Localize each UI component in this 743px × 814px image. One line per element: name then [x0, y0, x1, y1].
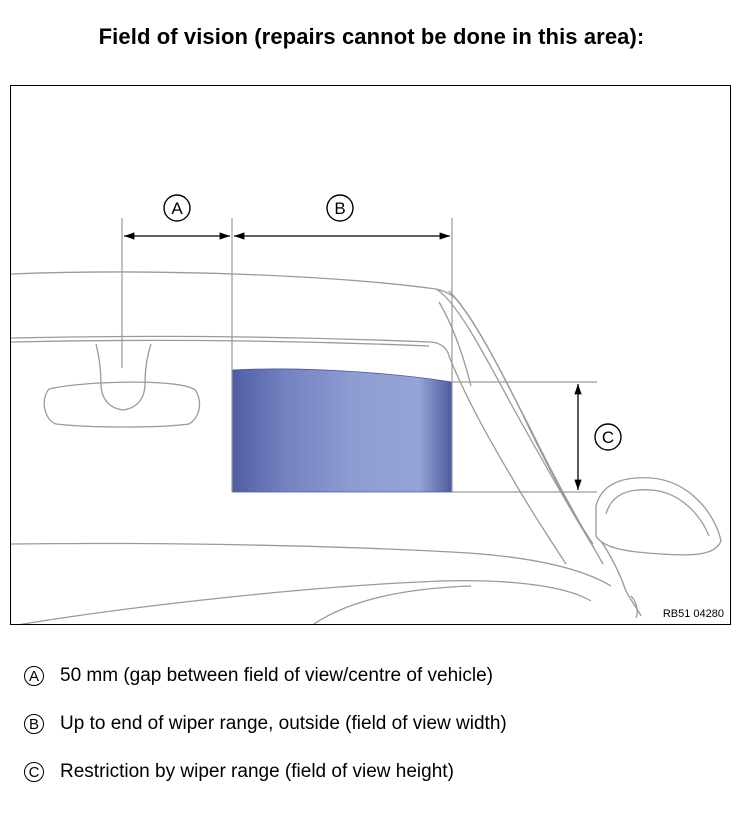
windscreen-diagram: A B C RB51 04280	[10, 85, 731, 625]
field-of-vision-area	[231, 368, 453, 493]
legend-item-c: C Restriction by wiper range (field of v…	[24, 760, 724, 784]
marker-c-label: C	[602, 428, 614, 447]
diagram-canvas: A B C	[11, 194, 722, 624]
legend-text-a: 50 mm (gap between field of view/centre …	[60, 665, 493, 686]
marker-c: C	[594, 423, 622, 451]
marker-a: A	[163, 194, 191, 222]
legend-text-c: Restriction by wiper range (field of vie…	[60, 761, 454, 782]
car-outline	[11, 271, 722, 624]
legend-badge-c: C	[24, 762, 44, 782]
legend-item-b: B Up to end of wiper range, outside (fie…	[24, 712, 724, 736]
legend-badge-a: A	[24, 666, 44, 686]
legend: A 50 mm (gap between field of view/centr…	[24, 664, 724, 808]
legend-badge-b: B	[24, 714, 44, 734]
marker-b: B	[326, 194, 354, 222]
marker-a-label: A	[171, 199, 183, 218]
dimension-arrows	[124, 232, 582, 490]
page-title: Field of vision (repairs cannot be done …	[98, 24, 645, 49]
marker-b-label: B	[334, 199, 345, 218]
legend-item-a: A 50 mm (gap between field of view/centr…	[24, 664, 724, 688]
legend-text-b: Up to end of wiper range, outside (field…	[60, 713, 507, 734]
dimension-lines	[121, 218, 597, 493]
figure-reference-code: RB51 04280	[662, 608, 724, 620]
